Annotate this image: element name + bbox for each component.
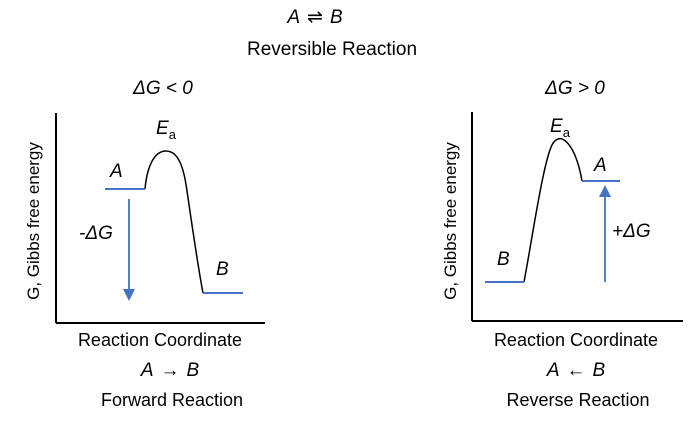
left-activation-energy-label: Ea (156, 118, 176, 142)
right-energy-diagram (471, 112, 683, 322)
right-activation-energy-label: Ea (550, 116, 570, 140)
left-state-b-label: B (216, 259, 229, 280)
left-chart-caption: Forward Reaction (100, 390, 244, 410)
right-state-b-label: B (497, 249, 510, 270)
right-x-axis-label: Reaction Coordinate (493, 330, 659, 350)
right-delta-g-label: +ΔG (612, 221, 651, 242)
right-reaction-equation: A←B (546, 360, 606, 381)
left-delta-g-label: -ΔG (79, 223, 113, 244)
left-y-axis-label: G, Gibbs free energy (24, 142, 43, 300)
left-energy-curve (144, 150, 204, 294)
right-energy-curve (523, 137, 583, 283)
left-reaction-equation: A→B (140, 360, 200, 381)
left-x-axis-label: Reaction Coordinate (77, 330, 243, 350)
left-delta-g-arrowhead (123, 289, 135, 301)
forward-arrow: → (160, 360, 180, 381)
overall-equation-reactant: A (287, 7, 301, 28)
left-state-a-label: A (110, 161, 123, 182)
right-y-axis-label: G, Gibbs free energy (441, 142, 460, 300)
right-state-a-label: A (594, 155, 607, 176)
right-chart-caption: Reverse Reaction (506, 390, 650, 410)
equilibrium-arrow: ⇌ (307, 7, 323, 28)
overall-equation-product: B (329, 7, 343, 28)
right-delta-g-arrowhead (599, 185, 611, 197)
reverse-arrow: ← (566, 360, 586, 381)
overall-equation: A ⇌ B (215, 6, 415, 29)
figure-subtitle: Reversible Reaction (246, 39, 418, 60)
right-chart-title: ΔG > 0 (545, 78, 605, 99)
left-chart-title: ΔG < 0 (133, 78, 193, 99)
left-energy-diagram (55, 113, 265, 324)
